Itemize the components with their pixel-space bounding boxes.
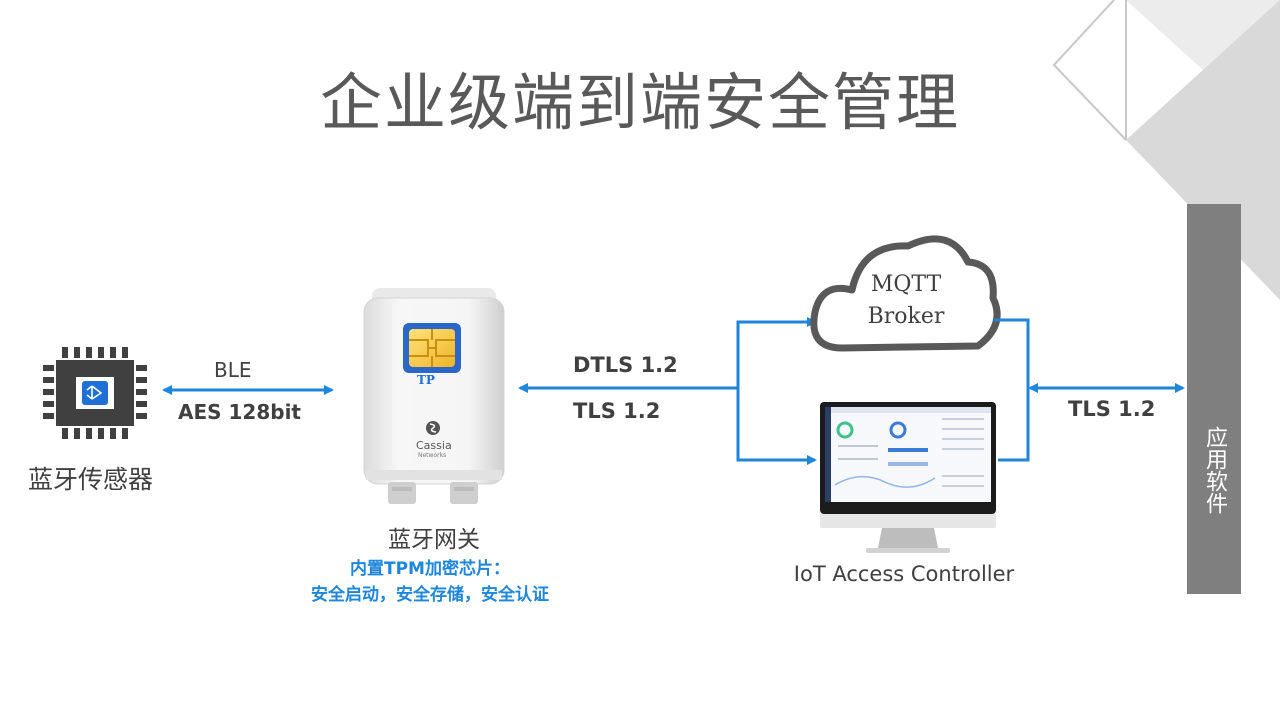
gateway-device-image <box>363 288 505 504</box>
aes-encryption-label: AES 128bit <box>178 400 301 424</box>
app-connector-line <box>994 318 1030 462</box>
chip-label: TP <box>417 373 435 387</box>
controller-branch-arrow <box>736 388 817 465</box>
deco-chevron <box>1052 0 1127 141</box>
app-software-bar: 应用软件 <box>1187 204 1241 594</box>
controller-label: IoT Access Controller <box>793 562 1015 586</box>
broker-line1: MQTT <box>870 272 942 297</box>
gateway-label: 蓝牙网关 <box>388 527 480 553</box>
tls-label-app: TLS 1.2 <box>1068 397 1156 421</box>
tls-label-gateway: TLS 1.2 <box>573 399 661 423</box>
controller-monitor-image <box>820 402 996 553</box>
broker-line2: Broker <box>867 304 945 329</box>
app-software-label: 应用软件 <box>1202 426 1227 514</box>
bluetooth-sensor-icon <box>43 347 147 439</box>
sensor-label: 蓝牙传感器 <box>28 465 154 494</box>
deco-triangle-dark <box>1126 0 1280 300</box>
mqtt-broker-cloud <box>810 235 1001 352</box>
dtls-label: DTLS 1.2 <box>573 353 678 377</box>
ble-protocol-label: BLE <box>214 358 252 382</box>
gateway-note-line2: 安全启动，安全存储，安全认证 <box>311 585 549 605</box>
broker-branch-arrow <box>736 317 817 460</box>
gateway-note-line1: 内置TPM加密芯片： <box>350 559 510 579</box>
page-title: 企业级端到端安全管理 <box>319 66 960 139</box>
gateway-brand-sub: Networks <box>418 452 447 459</box>
gateway-brand: Cassia <box>416 439 452 452</box>
